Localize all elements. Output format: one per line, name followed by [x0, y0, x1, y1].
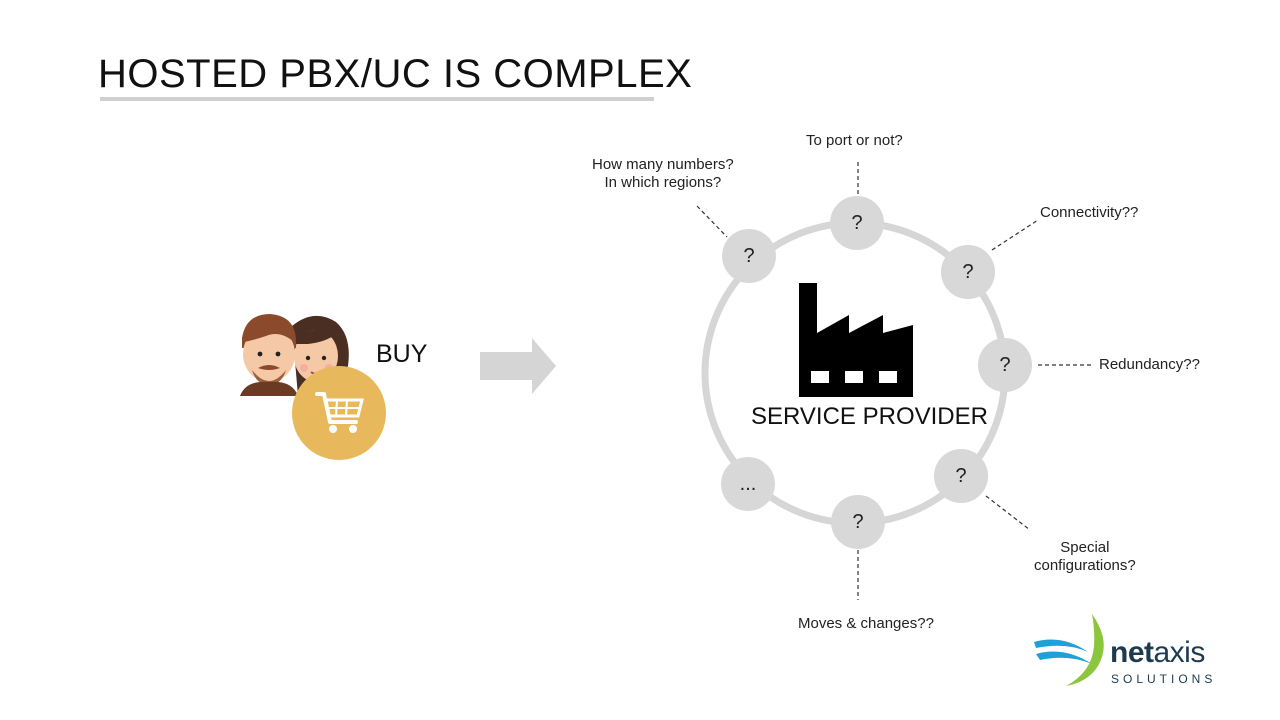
label-special-line1: Special	[1060, 539, 1110, 556]
question-node-redundancy: ?	[978, 338, 1032, 392]
label-moves: Moves & changes??	[798, 615, 934, 632]
title-underline	[100, 97, 654, 101]
label-numbers-line2: In which regions?	[604, 174, 722, 191]
shopping-cart-icon	[292, 366, 386, 460]
label-special: Special configurations?	[1034, 539, 1136, 575]
slide-title: HOSTED PBX/UC IS COMPLEX	[98, 52, 693, 96]
question-node-moves: ?	[831, 495, 885, 549]
label-special-line2: configurations?	[1034, 557, 1136, 574]
ellipsis-node: ...	[721, 457, 775, 511]
connector-numbers	[696, 205, 728, 238]
couple-avatar-icon	[240, 314, 349, 396]
netaxis-tagline: SOLUTIONS	[1111, 672, 1217, 686]
label-numbers: How many numbers? In which regions?	[592, 156, 734, 192]
label-numbers-line1: How many numbers?	[592, 156, 734, 173]
service-provider-label: SERVICE PROVIDER	[751, 403, 988, 430]
netaxis-wordmark: netaxis	[1110, 636, 1205, 670]
factory-icon	[799, 283, 913, 397]
question-node-port: ?	[830, 196, 884, 250]
connector-connectivity	[991, 219, 1039, 251]
right-arrow-icon	[480, 338, 556, 394]
label-connectivity: Connectivity??	[1040, 204, 1139, 221]
question-node-special: ?	[934, 449, 988, 503]
wordmark-light: axis	[1153, 636, 1206, 669]
buy-label: BUY	[376, 340, 428, 368]
connector-special	[985, 495, 1031, 531]
wordmark-bold: net	[1110, 636, 1154, 669]
label-redundancy: Redundancy??	[1099, 356, 1200, 373]
question-node-connectivity: ?	[941, 245, 995, 299]
question-node-numbers: ?	[722, 229, 776, 283]
netaxis-logo-icon	[1034, 614, 1104, 686]
label-port: To port or not?	[806, 132, 903, 149]
